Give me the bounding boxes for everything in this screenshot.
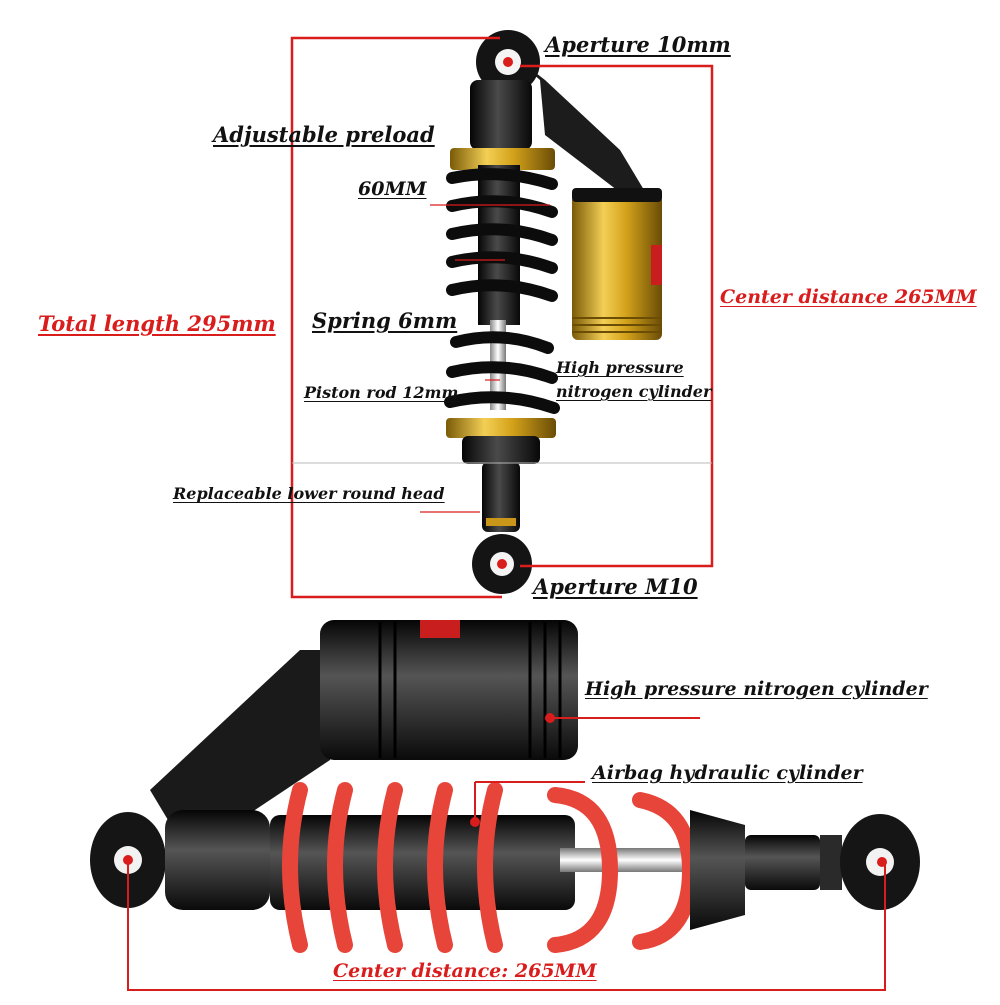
label-aperture-top: Aperture 10mm <box>545 32 731 57</box>
top-body <box>470 80 532 150</box>
nitrogen-reservoir <box>572 195 662 340</box>
label-nitrogen-cylinder: High pressure nitrogen cylinder <box>585 678 928 700</box>
right-center-dot <box>877 857 887 867</box>
label-adjustable-preload: Adjustable preload <box>213 122 435 147</box>
label-center-distance-top: Center distance 265MM <box>720 286 977 308</box>
left-center-dot <box>123 855 133 865</box>
bottom-piston-rod <box>560 848 690 872</box>
damper-body <box>478 165 520 325</box>
top-shock-absorber <box>290 30 714 599</box>
reservoir-arm <box>500 45 650 200</box>
bottom-nitrogen-reservoir <box>320 620 578 760</box>
airbag-pointer-dot <box>470 817 480 827</box>
bottom-reservoir-arm <box>150 650 345 840</box>
top-center-dot <box>503 57 513 67</box>
right-head <box>745 835 820 890</box>
pointer-lines <box>420 204 550 513</box>
label-nitrogen-line1: High pressure <box>556 358 684 377</box>
right-collar <box>690 810 745 930</box>
lower-gold-band <box>486 518 516 526</box>
bottom-pointer-lines <box>474 717 700 822</box>
red-spring <box>282 782 699 953</box>
bottom-center-dot <box>497 559 507 569</box>
reservoir-cap <box>572 188 662 202</box>
label-spring-wire: Spring 6mm <box>312 308 458 333</box>
brand-badge <box>651 245 662 285</box>
lower-spring-seat <box>446 418 556 438</box>
label-center-distance-bottom: Center distance: 265MM <box>333 960 597 982</box>
lower-collar <box>462 436 540 464</box>
label-piston-rod: Piston rod 12mm <box>304 383 459 402</box>
nitrogen-pointer-dot <box>545 713 555 723</box>
left-body <box>165 810 270 910</box>
bottom-damper-body <box>270 815 575 910</box>
bottom-shock-absorber <box>90 620 920 991</box>
label-airbag-cylinder: Airbag hydraulic cylinder <box>592 762 863 784</box>
bottom-reservoir-grooves <box>378 622 562 758</box>
reservoir-grooves <box>572 317 662 333</box>
label-lower-head: Replaceable lower round head <box>173 484 445 503</box>
bottom-dimension-line <box>127 860 886 991</box>
preload-ring <box>450 148 555 170</box>
dimension-lines <box>290 36 714 599</box>
label-total-length: Total length 295mm <box>38 311 276 336</box>
lower-round-head <box>482 462 520 532</box>
right-nut <box>820 835 842 890</box>
label-spring-travel: 60MM <box>358 178 427 200</box>
bottom-brand-badge <box>420 620 460 638</box>
label-aperture-bottom: Aperture M10 <box>533 574 698 599</box>
label-nitrogen-line2: nitrogen cylinder <box>556 382 712 401</box>
